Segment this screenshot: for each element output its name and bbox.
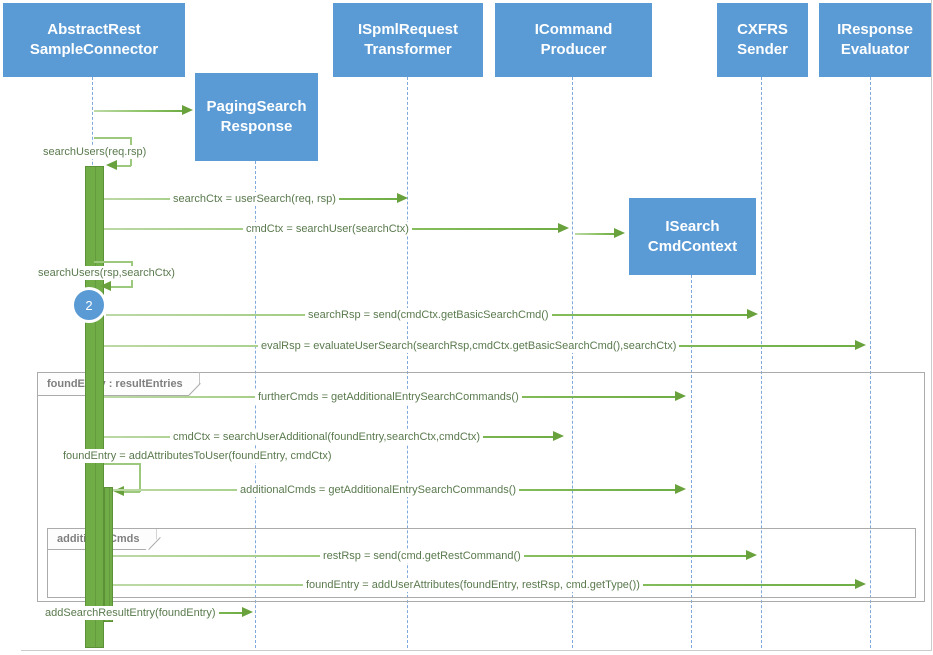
arrowhead-add-user-attributes xyxy=(855,579,866,589)
message-search-users-2-label: searchUsers(rsp,searchCtx) xyxy=(35,266,178,280)
activation-bar-nested xyxy=(104,487,113,622)
lifeline-iresponse xyxy=(870,77,871,648)
message-create-paging-line xyxy=(94,110,182,112)
arrowhead-search-rsp xyxy=(747,309,758,319)
message-search-users-2-top xyxy=(94,261,133,263)
participant-iresponse-evaluator: IResponse Evaluator xyxy=(819,3,931,77)
message-search-rsp-label: searchRsp = send(cmdCtx.getBasicSearchCm… xyxy=(305,308,552,322)
message-further-cmds-label: furtherCmds = getAdditionalEntrySearchCo… xyxy=(255,390,522,404)
arrowhead-further-cmds xyxy=(675,391,686,401)
message-create-isearch-line xyxy=(575,233,614,235)
message-search-users-1-label: searchUsers(req.rsp) xyxy=(40,145,150,159)
arrowhead-add-attributes xyxy=(113,486,124,496)
message-search-user-label: cmdCtx = searchUser(searchCtx) xyxy=(243,222,412,236)
message-search-user-additional-label: cmdCtx = searchUserAdditional(foundEntry… xyxy=(170,430,483,444)
message-additional-cmds-label: additionalCmds = getAdditionalEntrySearc… xyxy=(237,483,520,497)
arrowhead-search-user-additional xyxy=(553,431,564,441)
arrowhead-add-search-result xyxy=(242,607,253,617)
arrowhead-eval-rsp xyxy=(855,340,866,350)
fragment-result-entries: foundEntry : resultEntries xyxy=(37,372,925,602)
message-user-search-label: searchCtx = userSearch(req, rsp) xyxy=(170,192,339,206)
arrowhead-additional-cmds xyxy=(675,484,686,494)
participant-icommand-producer: ICommand Producer xyxy=(495,3,652,77)
arrowhead-search-user xyxy=(558,223,569,233)
lifeline-isearch xyxy=(691,275,692,648)
message-add-search-result-label: addSearchResultEntry(foundEntry) xyxy=(42,606,219,620)
lifeline-ispml xyxy=(407,77,408,648)
message-add-user-attributes-label: foundEntry = addUserAttributes(foundEntr… xyxy=(303,578,643,592)
message-search-users-1-top xyxy=(94,137,131,139)
arrowhead-search-users-1 xyxy=(106,160,117,170)
participant-abstract-rest-sample-connector: AbstractRest SampleConnector xyxy=(3,3,185,77)
arrowhead-search-users-2 xyxy=(100,281,111,291)
lifeline-paging-search xyxy=(255,161,256,648)
fragment-result-entries-label: foundEntry : resultEntries xyxy=(37,372,200,396)
object-isearch-cmd-context: ISearch CmdContext xyxy=(629,198,756,275)
message-search-users-2-bottom xyxy=(111,286,133,288)
lifeline-icommand xyxy=(572,77,573,648)
arrowhead-create-paging xyxy=(182,105,193,115)
message-rest-rsp-label: restRsp = send(cmd.getRestCommand() xyxy=(320,549,524,563)
message-add-attributes-vert xyxy=(139,463,141,492)
arrowhead-create-isearch xyxy=(614,228,625,238)
object-paging-search-response: PagingSearch Response xyxy=(195,73,318,161)
activation-bar-main xyxy=(85,166,104,648)
arrowhead-rest-rsp xyxy=(746,550,757,560)
message-add-attributes-label: foundEntry = addAttributesToUser(foundEn… xyxy=(60,449,335,463)
message-eval-rsp-label: evalRsp = evaluateUserSearch(searchRsp,c… xyxy=(258,339,680,353)
participant-cxfrs-sender: CXFRS Sender xyxy=(717,3,808,77)
message-add-attributes-top xyxy=(104,463,140,465)
lifeline-cxfrs xyxy=(761,77,762,648)
participant-ispml-request-transformer: ISpmlRequest Transformer xyxy=(333,3,483,77)
message-search-users-1-bottom xyxy=(117,165,131,167)
sequence-badge-2: 2 xyxy=(71,287,107,323)
arrowhead-user-search xyxy=(397,193,408,203)
message-add-attributes-bottom xyxy=(124,491,140,493)
